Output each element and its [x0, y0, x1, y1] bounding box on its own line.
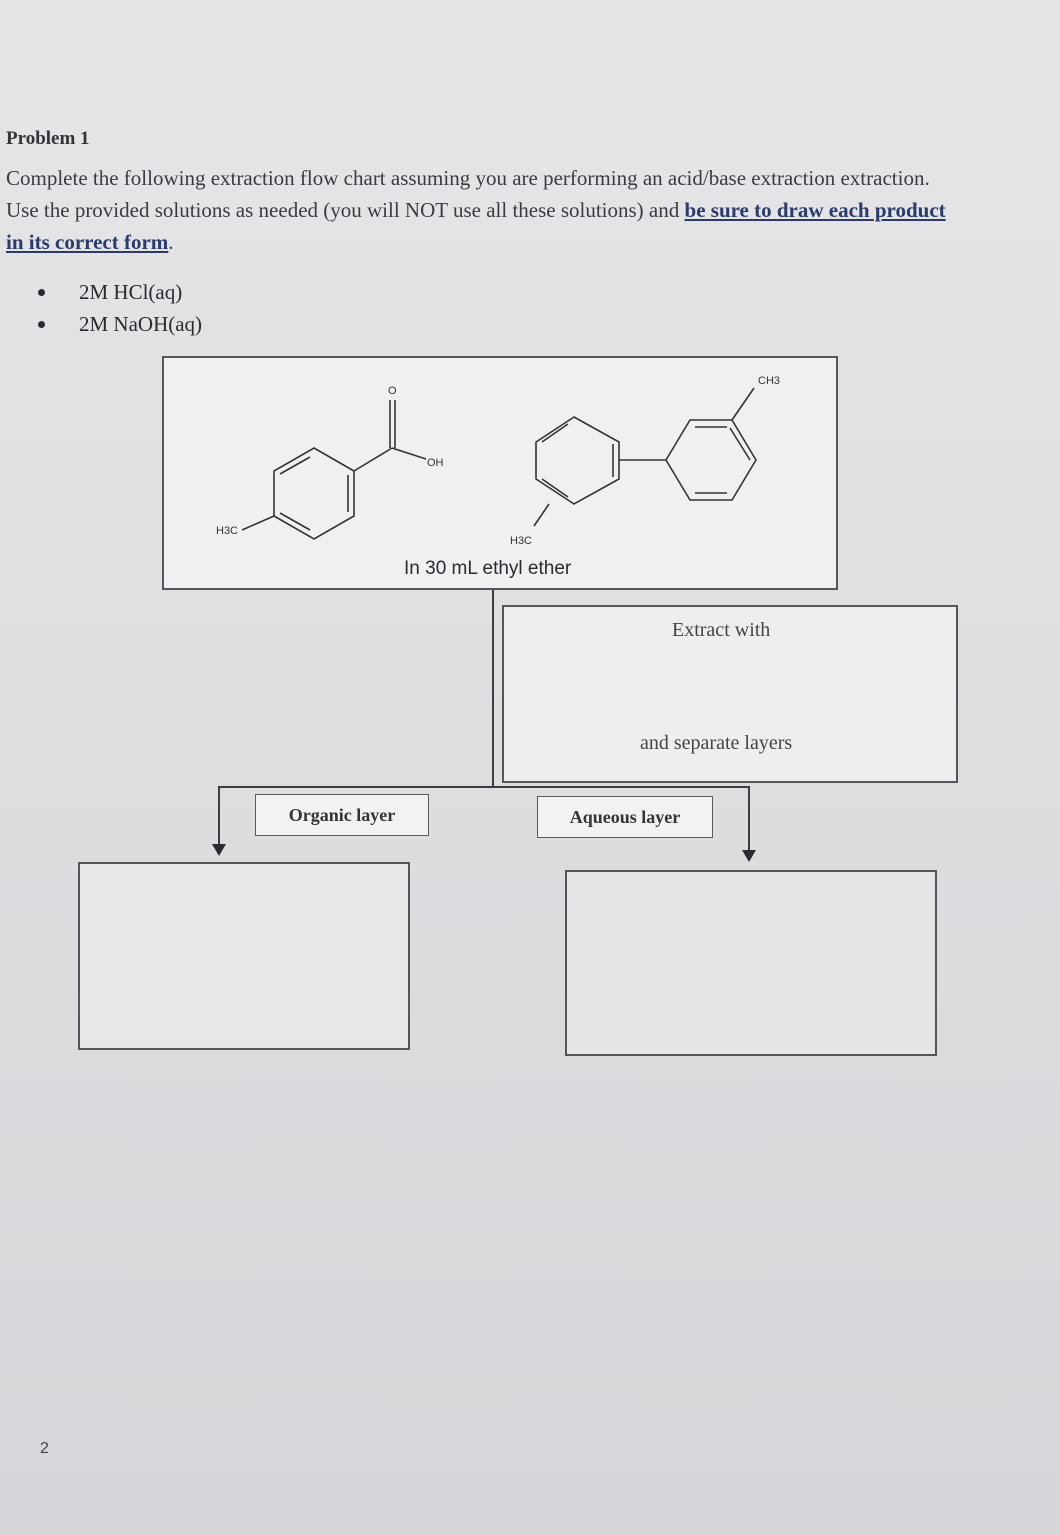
extract-line-1: Extract with [672, 619, 771, 641]
carboxyl-bond [353, 447, 393, 472]
instructions-text: Complete the following extraction flow c… [6, 162, 966, 258]
ring2-double-bond [541, 478, 569, 498]
split-line [218, 786, 750, 788]
ring1-double-bond [279, 456, 311, 475]
instructions-emphasis: be sure to draw each product in its corr… [6, 198, 946, 254]
ring3-double-bond [729, 427, 751, 461]
hydroxyl-label: OH [427, 457, 444, 469]
ring2-double-bond [541, 423, 569, 443]
extract-box: Extract with and separate layers [502, 605, 958, 783]
aqueous-branch-line [748, 786, 750, 852]
extract-line-2: and separate layers [640, 732, 793, 754]
instructions-plain: Complete the following extraction flow c… [6, 166, 930, 222]
organic-answer-box[interactable] [78, 862, 410, 1050]
carbonyl-oxygen-label: O [388, 385, 397, 397]
ring1-double-bond [279, 512, 311, 531]
benzene-ring-2 [535, 416, 620, 505]
solution-item: 2M NaOH(aq) [38, 308, 202, 340]
solution-label: 2M NaOH(aq) [79, 311, 203, 336]
bullet-icon [38, 288, 45, 296]
methyl-label: H3C [510, 535, 532, 547]
organic-layer-label: Organic layer [255, 794, 429, 836]
structures-drawing: O OH H3C H3C CH3 [216, 375, 780, 547]
instructions-end: . [168, 230, 174, 254]
page-number: 2 [40, 1440, 49, 1457]
solution-label: 2M HCl(aq) [79, 279, 183, 304]
bullet-icon [38, 320, 45, 328]
methyl-bond [731, 387, 755, 421]
organic-branch-line [218, 786, 220, 846]
benzene-ring-3 [665, 419, 757, 501]
methyl-label: H3C [216, 525, 238, 537]
hydroxyl-bond [391, 447, 427, 460]
benzene-ring-1 [273, 447, 355, 540]
solutions-list: 2M HCl(aq) 2M NaOH(aq) [38, 276, 202, 340]
connector-line [492, 590, 494, 787]
arrow-down-icon [212, 844, 226, 856]
solution-item: 2M HCl(aq) [38, 276, 202, 308]
problem-title: Problem 1 [6, 128, 90, 149]
arrow-down-icon [742, 850, 756, 862]
aqueous-answer-box[interactable] [565, 870, 937, 1056]
solvent-label: In 30 mL ethyl ether [404, 558, 572, 579]
aqueous-layer-label: Aqueous layer [537, 796, 713, 838]
methyl-bond [241, 515, 275, 531]
starting-mixture-box: O OH H3C H3C CH3 In 30 mL ethyl ether [162, 356, 838, 590]
methyl-bond [533, 503, 550, 527]
methyl-label: CH3 [758, 375, 780, 387]
